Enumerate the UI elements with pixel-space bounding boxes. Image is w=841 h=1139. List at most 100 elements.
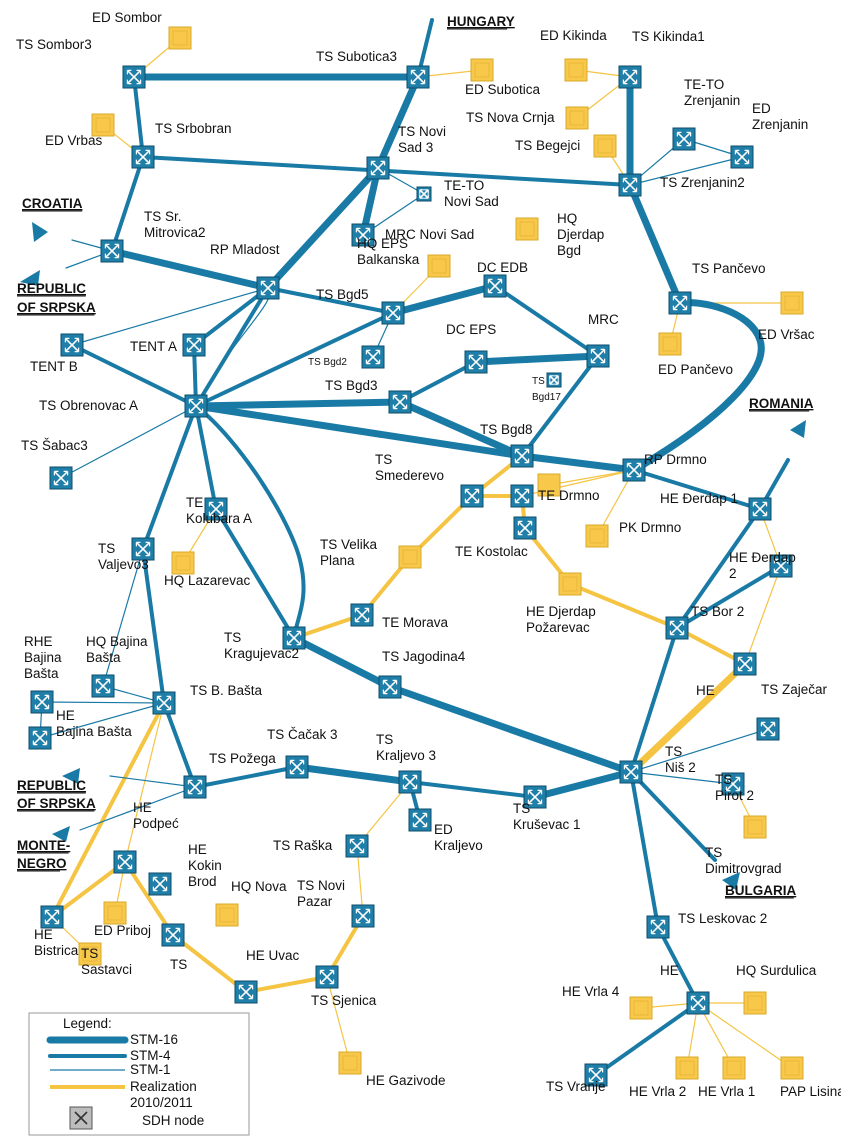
device-square-icon [515, 217, 539, 241]
device-label: ED Vrbas [45, 133, 103, 148]
sdh-node-icon [672, 127, 696, 151]
sdh-node-icon [733, 652, 757, 676]
node-label: TS Bor 2 [691, 604, 744, 619]
link [194, 286, 270, 408]
device-square-icon [78, 942, 102, 966]
link [629, 626, 679, 774]
node-label: TS Bgd8 [480, 422, 533, 437]
sdh-node-icon [388, 390, 412, 414]
legend-label-stm4: STM-4 [130, 1048, 171, 1063]
link [214, 507, 296, 640]
sdh-node-icon [618, 65, 642, 89]
sdh-node-icon [584, 1063, 608, 1087]
link [102, 548, 144, 687]
country-label: CROATIA [22, 196, 83, 211]
sdh-node-icon [49, 466, 73, 490]
node-label: TE Drmno [538, 488, 600, 503]
node-label: TS Bgd5 [316, 287, 369, 302]
sdh-node-icon [460, 484, 484, 508]
sdh-node-icon [256, 276, 280, 300]
device-square-icon [658, 332, 682, 356]
link [71, 287, 269, 346]
link [398, 360, 478, 404]
country-label: MONTE- [17, 838, 70, 853]
link [39, 702, 165, 739]
link [79, 786, 196, 831]
node-label: TS Čačak 3 [267, 727, 338, 742]
device-square-icon [780, 1056, 804, 1080]
sdh-node-icon [282, 626, 306, 650]
device-label: ED Pančevo [658, 362, 733, 377]
link [194, 404, 218, 511]
link [697, 1002, 793, 1069]
legend-label-stm1: STM-1 [130, 1062, 171, 1077]
device-label: HQ Surdulica [736, 963, 817, 978]
sdh-node-icon [184, 394, 208, 418]
device-label: ED Sombor [92, 10, 162, 25]
node-label: TS Požega [209, 751, 276, 766]
link [293, 763, 414, 786]
link [192, 286, 270, 347]
link [629, 770, 717, 862]
legend-label-realization: Realization [130, 1079, 197, 1094]
node-label: TENT A [130, 339, 177, 354]
device-label: HE Vrla 2 [629, 1084, 686, 1099]
legend-label-sdh-node: SDH node [142, 1113, 204, 1128]
link [162, 701, 197, 789]
sdh-node-icon [40, 905, 64, 929]
sdh-node-icon [100, 239, 124, 263]
node-label: RP Mladost [210, 242, 280, 257]
link [396, 398, 526, 460]
sdh-node-icon [161, 923, 185, 947]
device-square-icon [103, 901, 127, 925]
link [50, 701, 166, 919]
link [594, 1001, 700, 1077]
sdh-node-icon [618, 173, 642, 197]
node-label: TS Zrenjanin2 [660, 175, 745, 190]
sdh-node-icon [131, 537, 155, 561]
link [132, 75, 145, 159]
link [386, 683, 635, 776]
node-label: TS Sombor3 [16, 37, 92, 52]
link [194, 404, 306, 640]
sdh-node-icon [513, 516, 537, 540]
node-label: TS Raška [273, 838, 333, 853]
device-label: HE Gazivode [366, 1073, 446, 1088]
sdh-node-icon [646, 915, 670, 939]
device-label: ED Kikinda [540, 28, 607, 43]
sdh-node-icon [381, 301, 405, 325]
link [629, 770, 660, 929]
node-label: TS Leskovac 2 [678, 911, 767, 926]
sdh-node-icon [622, 458, 646, 482]
link [192, 402, 526, 460]
sdh-node-icon [204, 497, 228, 521]
sdh-node-icon [28, 726, 52, 750]
device-label: HE Vrla 4 [562, 984, 620, 999]
sdh-node-icon [345, 834, 369, 858]
device-label: HE Vrla 1 [698, 1084, 755, 1099]
link [389, 282, 499, 317]
device-square-icon [565, 106, 589, 130]
device-label: PAP Lisina [780, 1084, 841, 1099]
device-square-icon [593, 134, 617, 158]
link [627, 660, 749, 776]
country-label: OF SRPSKA [17, 796, 96, 811]
node-label: TENT B [30, 359, 78, 374]
sdh-node-icon [523, 785, 547, 809]
device-square-icon [91, 113, 115, 137]
device-square-icon [558, 572, 582, 596]
